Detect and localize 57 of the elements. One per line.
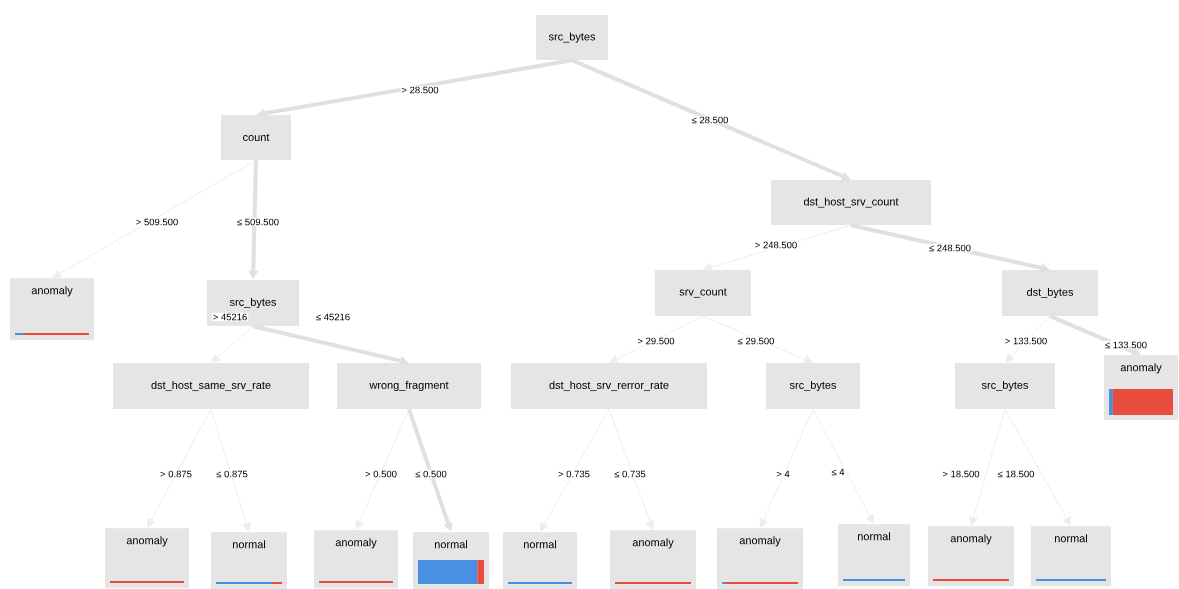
edge-label: ≤ 0.875 [215, 469, 249, 479]
leaf-box: normal [1031, 526, 1111, 587]
leaf-box: anomaly [314, 530, 398, 589]
arrow [812, 408, 874, 524]
edge-label: ≤ 248.500 [928, 243, 972, 253]
split-box: src_bytes [955, 363, 1055, 409]
edge-label: ≤ 509.500 [236, 217, 280, 227]
arrow [702, 315, 813, 364]
split-box: dst_host_srv_rerror_rate [511, 363, 707, 409]
split-box: srv_count [655, 270, 751, 316]
split-box: count [221, 115, 291, 160]
edge-label: ≤ 18.500 [996, 469, 1036, 479]
edge-label: ≤ 0.735 [613, 469, 647, 479]
split-box: wrong_fragment [337, 363, 481, 409]
leaf-box: anomaly [717, 528, 803, 589]
edge-label: > 4 [775, 469, 791, 479]
edge-label: ≤ 45216 [314, 312, 352, 322]
edge-label: > 0.875 [159, 469, 193, 479]
edge-label: ≤ 133.500 [1104, 340, 1148, 350]
arrow [355, 408, 410, 530]
split-box: dst_host_same_srv_rate [113, 363, 309, 409]
edge-label: > 18.500 [941, 469, 981, 479]
leaf-box: normal [211, 532, 287, 589]
arrow [703, 224, 852, 272]
leaf-box: normal [838, 524, 910, 587]
edge-label: > 248.500 [753, 240, 799, 250]
arrow [1005, 315, 1051, 363]
edge-label: ≤ 4 [830, 467, 846, 477]
edge-label: > 29.500 [636, 336, 676, 346]
edge-label: > 133.500 [1003, 336, 1049, 346]
arrow [608, 408, 655, 530]
edge-label: > 45216 [211, 312, 249, 322]
edge-label: ≤ 28.500 [690, 115, 730, 125]
arrow [969, 408, 1006, 526]
split-box: src_bytes [536, 15, 608, 60]
split-box: src_bytes [766, 363, 860, 409]
arrow [609, 315, 704, 363]
leaf-box: normal [503, 532, 577, 589]
arrow [52, 159, 257, 278]
edge-label: > 0.500 [364, 469, 398, 479]
split-box: dst_bytes [1002, 270, 1098, 316]
leaf-box: anomaly [105, 528, 189, 589]
edge-label: ≤ 29.500 [736, 336, 776, 346]
leaf-box: anomaly [610, 530, 696, 589]
arrow [210, 408, 251, 532]
leaf-box: anomaly [928, 526, 1014, 587]
edge-label: > 0.735 [557, 469, 591, 479]
edge-label: > 28.500 [400, 85, 440, 95]
split-box: dst_host_srv_count [771, 180, 931, 225]
edge-label: > 509.500 [134, 217, 180, 227]
arrow [540, 408, 610, 532]
arrow [1004, 408, 1071, 526]
arrow [759, 408, 814, 528]
edge-label: ≤ 0.500 [414, 469, 448, 479]
arrow [211, 325, 254, 363]
arrow [147, 408, 212, 528]
leaf-box: anomaly [10, 278, 94, 341]
